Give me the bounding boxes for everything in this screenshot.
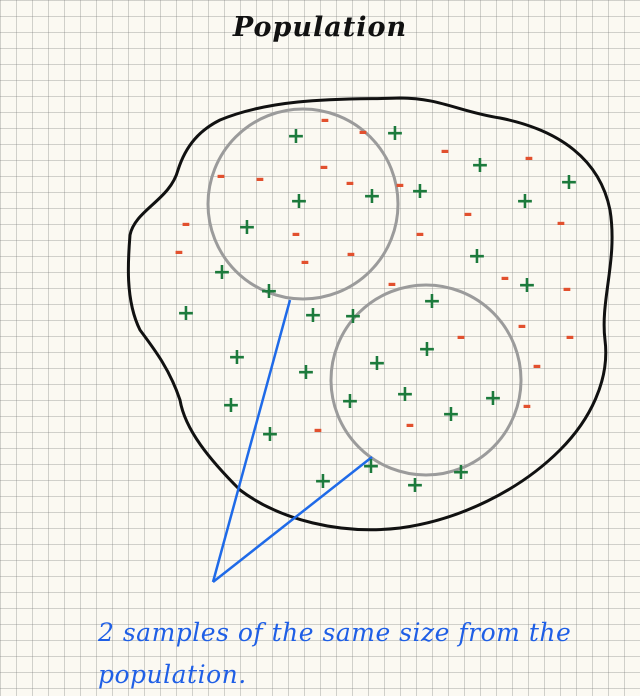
minus-marker: -	[405, 413, 414, 438]
minus-marker: -	[565, 325, 574, 350]
plus-marker: +	[341, 389, 359, 414]
minus-marker: -	[556, 211, 565, 236]
plus-marker: +	[368, 351, 386, 376]
minus-marker: -	[174, 240, 183, 265]
diagram-title: Population	[232, 12, 408, 43]
plus-marker: +	[297, 360, 315, 385]
plus-marker: +	[222, 393, 240, 418]
minus-marker: -	[463, 202, 472, 227]
pointer-line-1	[211, 299, 292, 583]
plus-marker: +	[287, 124, 305, 149]
plus-marker: +	[290, 189, 308, 214]
minus-marker: -	[345, 171, 354, 196]
minus-markers: - - - - - - - - - - - - - - - - - - - - …	[174, 108, 574, 443]
sample-circle-2	[329, 283, 523, 477]
minus-marker: -	[181, 212, 190, 237]
plus-marker: +	[406, 473, 424, 498]
pointer-line-2	[212, 456, 373, 583]
plus-marker: +	[396, 382, 414, 407]
plus-marker: +	[423, 289, 441, 314]
minus-marker: -	[387, 272, 396, 297]
plus-marker: +	[452, 460, 470, 485]
plus-marker: +	[261, 422, 279, 447]
minus-marker: -	[320, 108, 329, 133]
plus-marker: +	[304, 303, 322, 328]
minus-marker: -	[395, 173, 404, 198]
minus-marker: -	[216, 164, 225, 189]
diagram-caption: 2 samples of the same size from the popu…	[98, 618, 572, 689]
plus-marker: +	[362, 454, 380, 479]
plus-marker: +	[177, 301, 195, 326]
plus-markers: + + + + + + + + + + + + + + + + + + + + …	[177, 121, 578, 498]
plus-marker: +	[560, 170, 578, 195]
minus-marker: -	[500, 266, 509, 291]
minus-marker: -	[524, 146, 533, 171]
plus-marker: +	[344, 304, 362, 329]
minus-marker: -	[291, 222, 300, 247]
plus-marker: +	[468, 244, 486, 269]
minus-marker: -	[440, 139, 449, 164]
plus-marker: +	[516, 189, 534, 214]
minus-marker: -	[415, 222, 424, 247]
plus-marker: +	[386, 121, 404, 146]
plus-marker: +	[411, 179, 429, 204]
plus-marker: +	[471, 153, 489, 178]
sample-circle-1	[206, 107, 400, 301]
minus-marker: -	[562, 277, 571, 302]
plus-marker: +	[363, 184, 381, 209]
minus-marker: -	[358, 120, 367, 145]
minus-marker: -	[255, 167, 264, 192]
minus-marker: -	[319, 155, 328, 180]
minus-marker: -	[517, 314, 526, 339]
plus-marker: +	[260, 279, 278, 304]
plus-marker: +	[213, 260, 231, 285]
minus-marker: -	[346, 242, 355, 267]
population-outline	[126, 96, 614, 532]
plus-marker: +	[484, 386, 502, 411]
plus-marker: +	[228, 345, 246, 370]
plus-marker: +	[238, 215, 256, 240]
minus-marker: -	[300, 250, 309, 275]
plus-marker: +	[418, 337, 436, 362]
minus-marker: -	[313, 418, 322, 443]
plus-marker: +	[314, 469, 332, 494]
plus-marker: +	[442, 402, 460, 427]
minus-marker: -	[522, 394, 531, 419]
minus-marker: -	[456, 325, 465, 350]
minus-marker: -	[532, 354, 541, 379]
plus-marker: +	[518, 273, 536, 298]
